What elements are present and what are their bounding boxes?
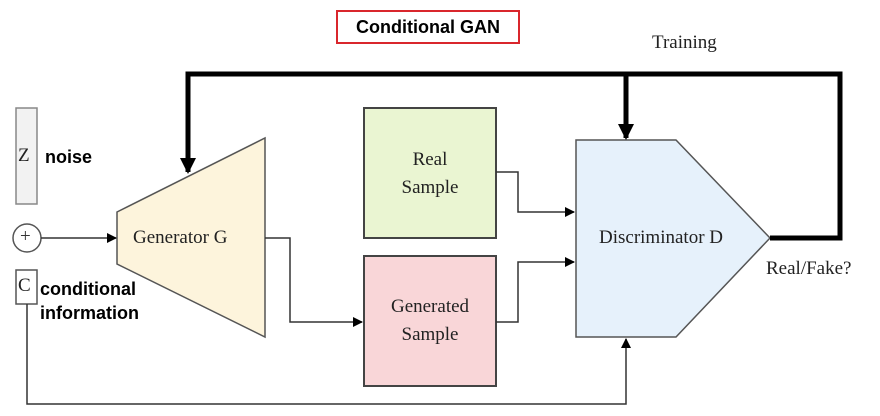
- generated-to-discriminator-arrow: [496, 257, 575, 323]
- generated-sample-line1: Generated: [390, 296, 470, 317]
- discriminator-shape: [575, 139, 772, 338]
- output-label: Real/Fake?: [766, 258, 852, 279]
- generated-sample-box: [363, 255, 497, 387]
- plus-symbol: +: [20, 226, 31, 247]
- condition-to-discriminator-arrow: [26, 304, 631, 405]
- real-sample-label: Real Sample: [364, 146, 496, 202]
- generator-label: Generator G: [133, 227, 228, 248]
- generator-to-generated-arrow: [265, 237, 363, 327]
- real-sample-line2: Sample: [401, 177, 459, 198]
- discriminator-label: Discriminator D: [599, 227, 724, 248]
- noise-label: noise: [45, 147, 93, 167]
- generated-sample-label: Generated Sample: [364, 293, 496, 349]
- condition-symbol: C: [18, 275, 31, 296]
- condition-label-line2: information: [40, 303, 139, 323]
- training-label: Training: [652, 32, 717, 53]
- generated-sample-line2: Sample: [401, 324, 459, 345]
- training-feedback-loop: [180, 71, 843, 241]
- generator-shape: [116, 136, 266, 339]
- condition-label-line1: conditional: [40, 279, 136, 299]
- real-sample-box: [363, 107, 497, 239]
- real-sample-line1: Real: [412, 149, 448, 170]
- real-to-discriminator-arrow: [496, 171, 575, 217]
- diagram-title: Conditional GAN: [336, 10, 520, 44]
- noise-box: [15, 107, 38, 205]
- noise-symbol: Z: [18, 145, 30, 166]
